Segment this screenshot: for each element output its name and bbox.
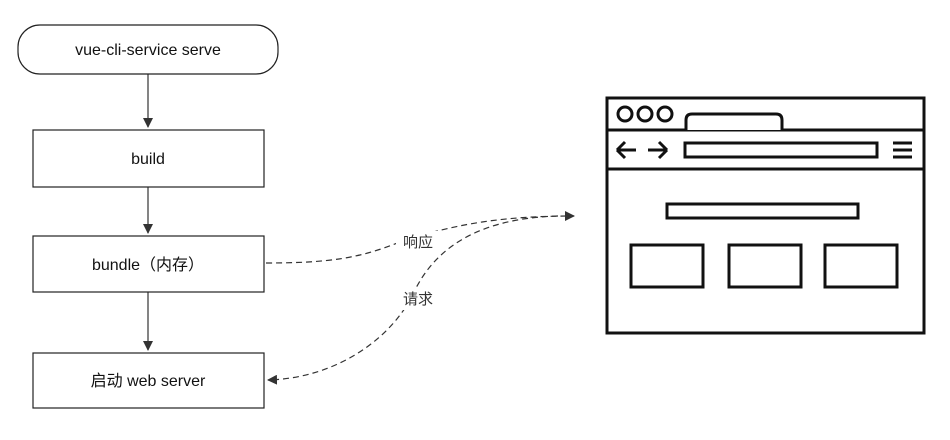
window-button-icon [616, 105, 634, 123]
window-button-icon [656, 105, 674, 123]
start-node: vue-cli-service serve [17, 24, 279, 75]
bundle-node: bundle（内存） [32, 235, 265, 293]
window-button-icon [636, 105, 654, 123]
back-arrow-icon [615, 140, 636, 160]
build-node: build [32, 129, 265, 188]
response-edge [265, 211, 575, 264]
address-bar [683, 141, 879, 159]
browser-illustration [605, 96, 926, 335]
bundle-node-label: bundle（内存） [92, 256, 204, 274]
server-node: 启动 web server [32, 352, 265, 409]
server-node-label: 启动 web server [91, 372, 206, 390]
response-label-bg [396, 231, 440, 253]
content-card [727, 243, 803, 289]
forward-arrow-icon [648, 140, 669, 160]
request-label: 请求 [403, 291, 433, 308]
content-card [823, 243, 899, 289]
menu-icon [893, 141, 912, 159]
response-label: 响应 [403, 233, 433, 251]
content-banner [665, 202, 860, 220]
content-card [629, 243, 705, 289]
start-node-label: vue-cli-service serve [75, 42, 221, 59]
request-label-bg [396, 288, 440, 310]
build-node-label: build [131, 151, 165, 168]
browser-tab [684, 112, 784, 130]
